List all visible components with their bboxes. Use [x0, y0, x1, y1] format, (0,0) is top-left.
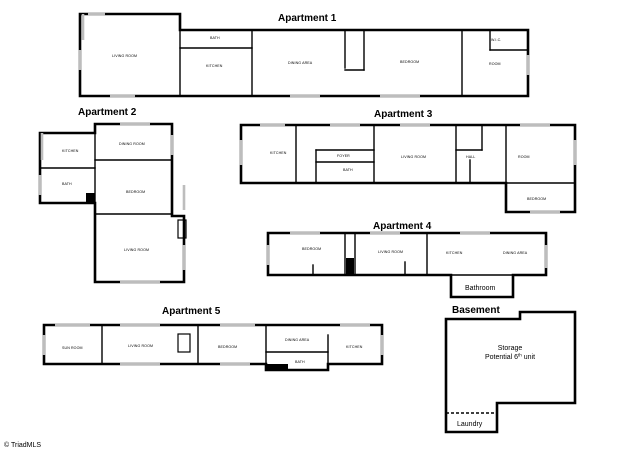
basement-laundry-label: Laundry [457, 421, 483, 428]
a3-bath-label: BATH [343, 168, 353, 172]
a3-kitchen-label: KITCHEN [270, 151, 287, 155]
apartment-1-title: Apartment 1 [278, 13, 337, 24]
apartment-4-title: Apartment 4 [373, 221, 432, 232]
a5-sun-room-label: SUN ROOM [62, 346, 83, 350]
basement-storage-label: Storage [498, 345, 523, 352]
a2-bath-label: BATH [62, 182, 72, 186]
a2-dining-room-label: DINING ROOM [119, 142, 145, 146]
a5-kitchen-label: KITCHEN [346, 345, 363, 349]
a3-room-label: ROOM [518, 155, 530, 159]
apartment-5-title: Apartment 5 [162, 306, 221, 317]
apartment-2-plan: Apartment 2 KITCHEN DINING ROOM BATH BED… [38, 107, 187, 284]
a2-living-room-label: LIVING ROOM [124, 248, 149, 252]
a1-living-room-label: LIVING ROOM [112, 54, 137, 58]
a5-living-room-label: LIVING ROOM [128, 344, 153, 348]
a5-bedroom-label: BEDROOM [218, 345, 237, 349]
basement-title: Basement [452, 305, 500, 316]
a4-kitchen-label: KITCHEN [446, 251, 463, 255]
a1-bath-label: BATH [210, 36, 220, 40]
apartment-5-plan: Apartment 5 SUN ROOM LIVING ROOM BEDROOM… [42, 306, 384, 372]
a1-bedroom-label: BEDROOM [400, 60, 419, 64]
a3-foyer-label: FOYER [337, 154, 350, 158]
potential-text: Potential 6 [485, 354, 518, 361]
apartment-3-plan: Apartment 3 KITCHEN FOYER BATH LIVING RO… [239, 109, 577, 214]
unit-text: unit [522, 354, 535, 361]
a3-bedroom-label: BEDROOM [527, 197, 546, 201]
ordinal-suffix: th [518, 353, 522, 358]
copyright-text: © TriadMLS [4, 441, 41, 449]
apartment-3-title: Apartment 3 [374, 109, 433, 120]
a2-kitchen-label: KITCHEN [62, 149, 79, 153]
a2-bedroom-label: BEDROOM [126, 190, 145, 194]
a4-bathroom-label: Bathroom [465, 285, 496, 292]
a4-living-room-label: LIVING ROOM [378, 250, 403, 254]
a4-dining-area-label: DINING AREA [503, 251, 528, 255]
a3-living-room-label: LIVING ROOM [401, 155, 426, 159]
a5-dining-area-label: DINING AREA [285, 338, 310, 342]
a3-hall-label: HALL [466, 155, 475, 159]
apartment-4-plan: Apartment 4 BEDROOM LIVING ROOM KITCHEN … [266, 221, 548, 299]
a1-dining-area-label: DINING AREA [288, 61, 313, 65]
a5-bath-label: BATH [295, 360, 305, 364]
a1-room-label: ROOM [489, 62, 501, 66]
a1-kitchen-label: KITCHEN [206, 64, 223, 68]
a4-bedroom-label: BEDROOM [302, 247, 321, 251]
a1-wic-label: W.I.C. [491, 38, 501, 42]
basement-potential-unit-label: Potential 6th unit [485, 353, 535, 362]
apartment-2-title: Apartment 2 [78, 107, 137, 118]
apartment-1-plan: Apartment 1 LIVING ROOM BATH KITCHEN DIN… [78, 12, 530, 98]
basement-plan: Basement Storage Potential 6th unit Laun… [444, 305, 577, 434]
